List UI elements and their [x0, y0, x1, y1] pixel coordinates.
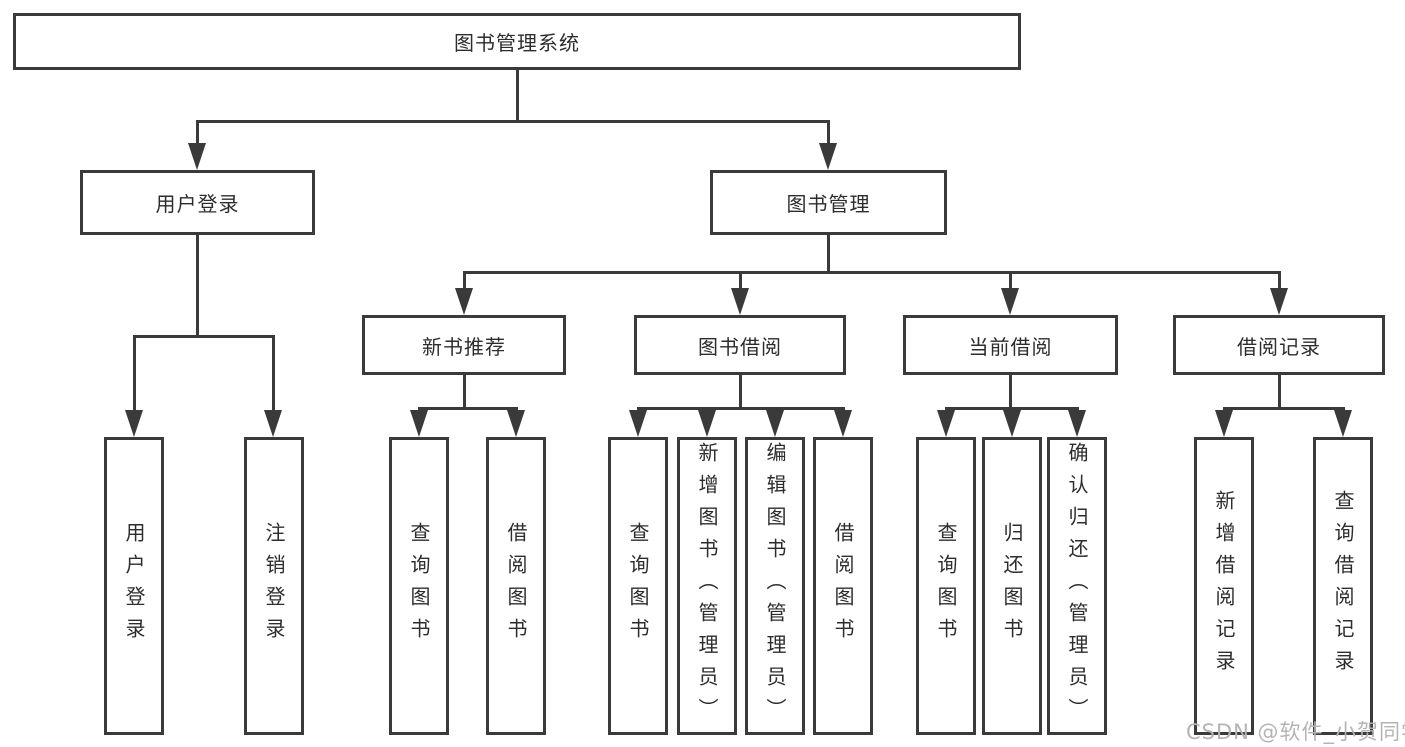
arrow-down — [629, 410, 647, 437]
arrow-down — [698, 410, 716, 437]
connector-line — [1278, 375, 1281, 410]
arrow-down — [731, 288, 749, 315]
connector-line — [516, 70, 519, 123]
arrow-down — [125, 410, 143, 437]
node-add-book-admin: 新增图书（管理员） — [677, 437, 737, 735]
connector-line — [196, 235, 199, 338]
connector-line — [196, 120, 199, 146]
connector-line — [1009, 375, 1012, 410]
arrow-down — [819, 143, 837, 170]
arrow-down — [410, 410, 428, 437]
connector-line — [418, 407, 518, 410]
node-confirm-return-admin: 确认归还（管理员） — [1047, 437, 1107, 735]
arrow-down — [937, 410, 955, 437]
node-user-login-leaf: 用户登录 — [104, 437, 164, 735]
arrow-down — [834, 410, 852, 437]
connector-line — [1278, 271, 1281, 290]
node-borrow-records: 借阅记录 — [1173, 315, 1385, 375]
connector-line — [637, 407, 845, 410]
arrow-down — [1001, 288, 1019, 315]
arrow-down — [455, 288, 473, 315]
node-user-login: 用户登录 — [80, 170, 315, 235]
node-query-books-current: 查询图书 — [916, 437, 976, 735]
connector-line — [945, 407, 1079, 410]
connector-line — [739, 271, 742, 290]
arrow-down — [507, 410, 525, 437]
node-book-management: 图书管理 — [710, 170, 947, 235]
arrow-down — [1003, 410, 1021, 437]
node-query-books-borrow: 查询图书 — [608, 437, 668, 735]
connector-line — [827, 235, 830, 274]
node-new-book-recommend: 新书推荐 — [362, 315, 566, 375]
node-edit-book-admin: 编辑图书（管理员） — [745, 437, 805, 735]
node-query-borrow-record: 查询借阅记录 — [1313, 437, 1373, 735]
connector-line — [463, 271, 1280, 274]
connector-line — [1223, 407, 1345, 410]
csdn-watermark: CSDN @软件_小贺同学 — [1186, 720, 1405, 744]
connector-line — [739, 375, 742, 410]
node-borrow-books-recommend: 借阅图书 — [486, 437, 546, 735]
arrow-down — [1270, 288, 1288, 315]
connector-line — [133, 335, 275, 338]
node-book-borrow: 图书借阅 — [634, 315, 846, 375]
node-query-books-recommend: 查询图书 — [389, 437, 449, 735]
node-library-system: 图书管理系统 — [13, 13, 1021, 70]
arrow-down — [264, 410, 282, 437]
node-borrow-books-leaf: 借阅图书 — [813, 437, 873, 735]
connector-line — [463, 271, 466, 290]
arrow-down — [188, 143, 206, 170]
connector-line — [133, 335, 136, 412]
connector-line — [827, 120, 830, 146]
connector-line — [272, 335, 275, 412]
node-logout-leaf: 注销登录 — [244, 437, 304, 735]
connector-line — [463, 375, 466, 410]
node-current-borrow: 当前借阅 — [903, 315, 1118, 375]
arrow-down — [1215, 410, 1233, 437]
arrow-down — [766, 410, 784, 437]
node-return-books: 归还图书 — [982, 437, 1042, 735]
arrow-down — [1068, 410, 1086, 437]
node-add-borrow-record: 新增借阅记录 — [1194, 437, 1254, 735]
connector-line — [1009, 271, 1012, 290]
connector-line — [196, 120, 830, 123]
arrow-down — [1334, 410, 1352, 437]
